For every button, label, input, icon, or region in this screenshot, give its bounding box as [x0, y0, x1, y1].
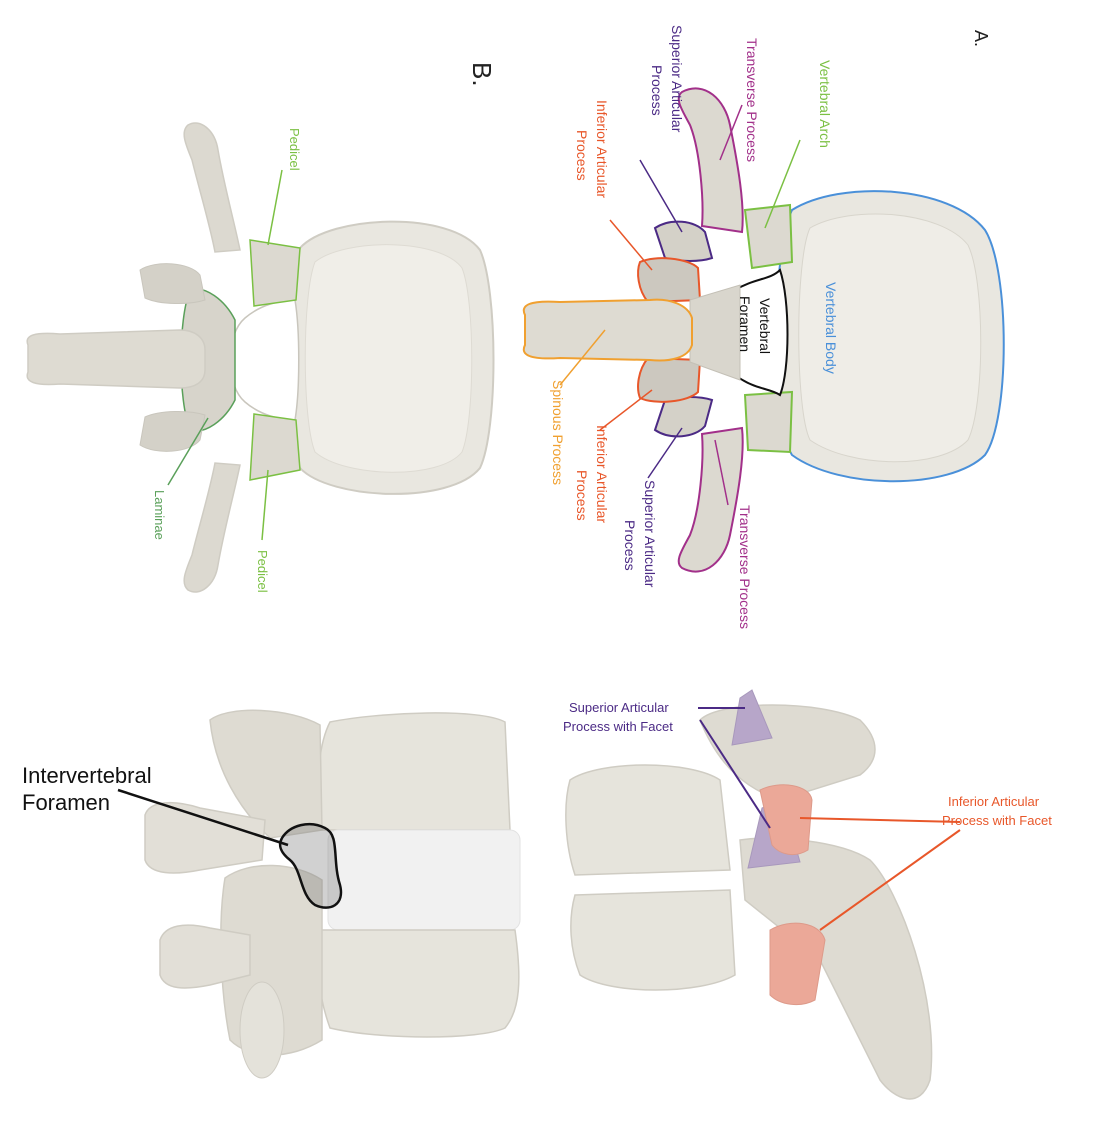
label-vertebral-body: Vertebral Body [823, 282, 839, 374]
transverse-process-lower [677, 426, 744, 573]
transverse-process-b-upper [183, 122, 241, 253]
leader-inferior-upper [609, 219, 653, 271]
pedicel-upper [249, 239, 301, 307]
vertebral-body-inner [798, 213, 982, 463]
intervertebral-foramen-shape [278, 822, 343, 909]
spinous-process-lateral [144, 801, 266, 874]
vertebral-body-right-upper [565, 764, 731, 876]
leader-superior-facet-2 [699, 719, 771, 829]
inferior-articular-facet-lower [769, 922, 826, 1006]
leader-inferior-lower [599, 389, 653, 431]
label-intervertebral-foramen-1: Intervertebral [22, 763, 152, 788]
articular-process-b-upper [139, 263, 206, 304]
inferior-articular-process-lower [637, 356, 702, 403]
inferior-articular-facet-upper [759, 784, 813, 856]
label-superior-articular-upper-1: Superior Articular [669, 25, 685, 133]
leader-transverse-lower [714, 439, 729, 506]
superior-articular-process-lower [653, 396, 714, 438]
vertebral-body-upper-lateral [316, 712, 511, 831]
label-inferior-articular-lower-2: Process [574, 470, 590, 521]
label-transverse-process-lower: Transverse Process [737, 505, 753, 629]
posterior-elements-upper [209, 709, 323, 839]
intervertebral-disc [327, 829, 521, 931]
label-superior-articular-lower-1: Superior Articular [642, 480, 658, 588]
vertebral-body-right-lower [570, 889, 736, 991]
label-spinous-process: Spinous Process [550, 380, 566, 485]
label-vertebral-arch: Vertebral Arch [817, 60, 833, 148]
vertebral-foramen-b [229, 299, 300, 421]
label-laminae: Laminae [152, 490, 167, 540]
leader-inferior-facet-2 [819, 829, 961, 931]
leader-superior-upper [639, 159, 683, 233]
leader-transverse-upper [719, 104, 743, 161]
pedicel-lower [249, 413, 301, 481]
label-inferior-articular-upper-2: Process [574, 130, 590, 181]
label-superior-facet-1: Superior Articular [569, 700, 669, 715]
transverse-process-b-lower [183, 462, 241, 593]
label-vertebral-foramen-2: Foramen [737, 296, 753, 352]
spinous-process-b [26, 329, 206, 389]
label-vertebral-foramen-1: Vertebral [757, 298, 773, 354]
spinous-process-lateral-lower [159, 924, 251, 989]
label-pedicel-lower: Pedicel [255, 550, 270, 593]
vertebral-body-b-inner [304, 244, 473, 473]
label-transverse-process-upper: Transverse Process [744, 38, 760, 162]
leader-inferior-facet-1 [799, 817, 961, 823]
superior-articular-facet-upper [731, 689, 773, 746]
label-superior-articular-upper-2: Process [649, 65, 665, 116]
label-superior-articular-lower-2: Process [622, 520, 638, 571]
vertebral-body-lower-lateral [316, 929, 520, 1038]
label-inferior-facet-1: Inferior Articular [948, 794, 1040, 809]
articular-process-b-lower [139, 411, 206, 452]
label-inferior-facet-2: Process with Facet [942, 813, 1052, 828]
leader-vertebral-arch [764, 139, 801, 229]
leader-superior-lower [647, 427, 683, 479]
lateral-view-left: Intervertebral Foramen [22, 709, 521, 1079]
panel-a: A. Vertebral Arch Transverse Process Sup… [522, 25, 1005, 629]
label-superior-facet-2: Process with Facet [563, 719, 673, 734]
label-panel-a: A. [971, 30, 991, 47]
label-intervertebral-foramen-2: Foramen [22, 790, 110, 815]
leader-intervertebral-foramen [117, 788, 289, 847]
lateral-view-right: Superior Articular Process with Facet In… [563, 689, 1052, 1100]
spinous-process-shape [522, 298, 693, 362]
label-panel-b: B. [467, 62, 497, 87]
label-pedicel-upper: Pedicel [287, 128, 302, 171]
leader-pedicel-lower [261, 469, 269, 541]
posterior-right-lower [739, 837, 933, 1100]
leader-pedicel-upper [267, 169, 283, 246]
transverse-process-lateral [239, 981, 285, 1079]
label-inferior-articular-upper-1: Inferior Articular [594, 100, 610, 198]
transverse-process-upper [677, 87, 744, 234]
superior-articular-process-upper [653, 220, 714, 262]
vertebral-arch-shape [743, 203, 794, 270]
vertebral-arch-shape-lower [743, 390, 794, 454]
label-inferior-articular-lower-1: Inferior Articular [594, 425, 610, 523]
panel-b: B. Pedicel Pedicel Laminae [26, 62, 497, 593]
leader-laminae [167, 417, 209, 486]
leader-spinous [559, 329, 606, 386]
